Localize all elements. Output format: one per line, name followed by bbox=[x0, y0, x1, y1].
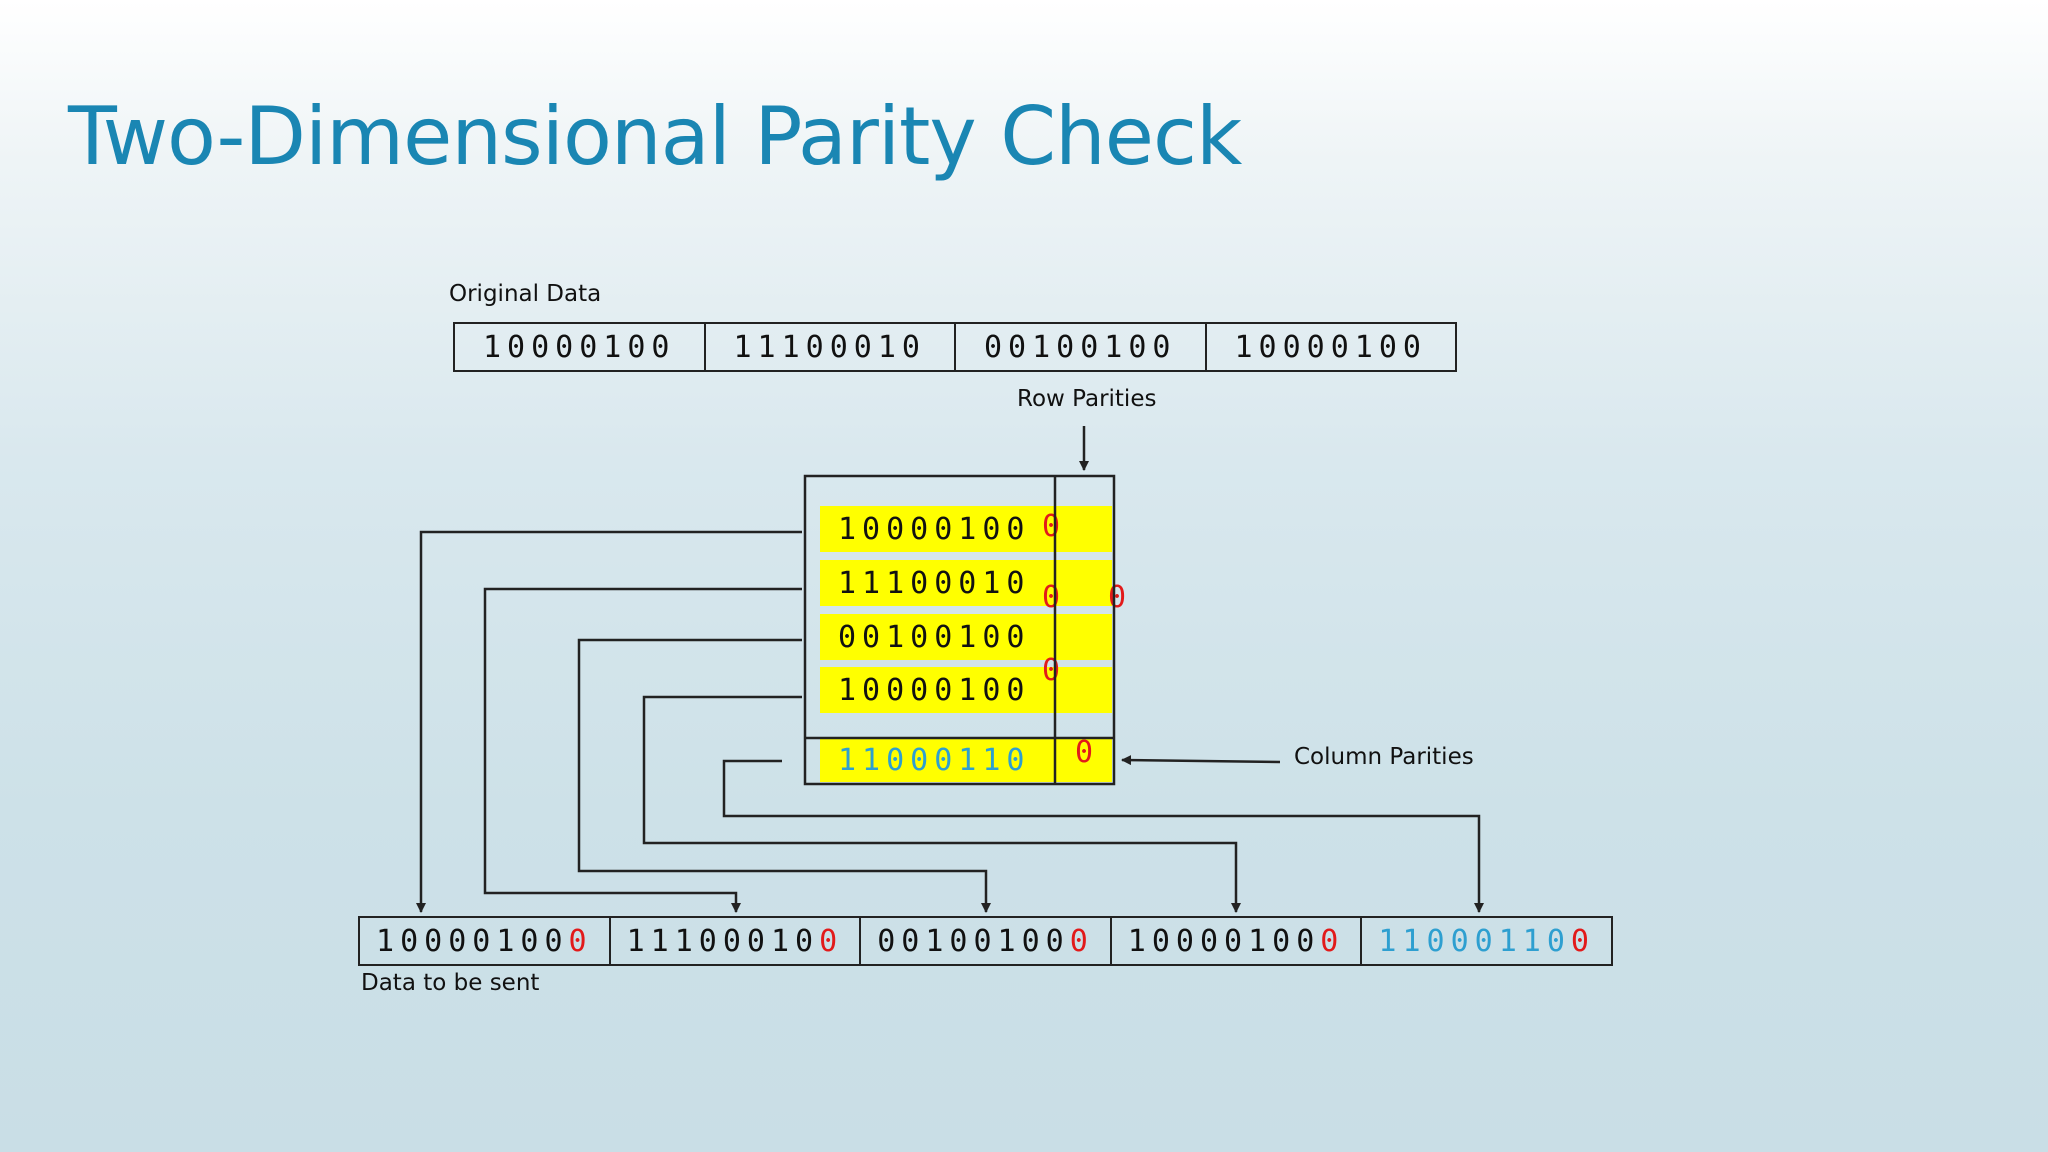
connector-row-4 bbox=[642, 695, 1241, 913]
matrix-row: 10000100 bbox=[820, 506, 1112, 552]
original-data-cell: 10000100 bbox=[455, 324, 706, 370]
sent-frame-data: 10000100 bbox=[1127, 923, 1321, 959]
original-data-cell: 00100100 bbox=[956, 324, 1207, 370]
connector-row-1 bbox=[416, 530, 802, 913]
original-data-cell: 11100010 bbox=[706, 324, 956, 370]
page-title: Two-Dimensional Parity Check bbox=[68, 90, 1242, 183]
sent-frame-parity: 0 bbox=[1320, 923, 1345, 959]
connector-row-2 bbox=[483, 587, 802, 913]
sent-frame-parity: 0 bbox=[568, 923, 593, 959]
sent-frame-parity: 0 bbox=[1069, 923, 1094, 959]
data-to-be-sent-label: Data to be sent bbox=[361, 970, 540, 996]
column-parity-arrow bbox=[1121, 755, 1281, 766]
sent-frame-data: 11000110 bbox=[1378, 923, 1571, 959]
connector-row-3 bbox=[577, 638, 991, 913]
row-parities-label: Row Parities bbox=[1017, 386, 1157, 412]
sent-frame-data: 10000100 bbox=[376, 923, 569, 959]
column-parity-row: 11000110 bbox=[820, 738, 1112, 782]
sent-frame-parity: 0 bbox=[819, 923, 844, 959]
original-data-cell: 10000100 bbox=[1234, 329, 1427, 365]
row-parity-digit: 0 bbox=[1108, 580, 1127, 615]
column-parity-bit: 0 bbox=[1075, 735, 1094, 770]
original-data-label: Original Data bbox=[449, 281, 602, 307]
matrix-row: 10000100 bbox=[820, 667, 1112, 713]
connector-column-parity bbox=[722, 759, 1484, 913]
original-data-row: 10000100 11100010 00100100 10000100 bbox=[453, 322, 1457, 372]
sent-frame-data: 00100100 bbox=[877, 923, 1070, 959]
sent-frame-data: 11100010 bbox=[626, 923, 820, 959]
matrix-row: 00100100 bbox=[820, 614, 1112, 660]
column-parities-label: Column Parities bbox=[1294, 744, 1474, 770]
sent-frame-parity: 0 bbox=[1570, 923, 1595, 959]
matrix-frame bbox=[803, 474, 1116, 786]
matrix-row: 11100010 bbox=[820, 560, 1112, 606]
